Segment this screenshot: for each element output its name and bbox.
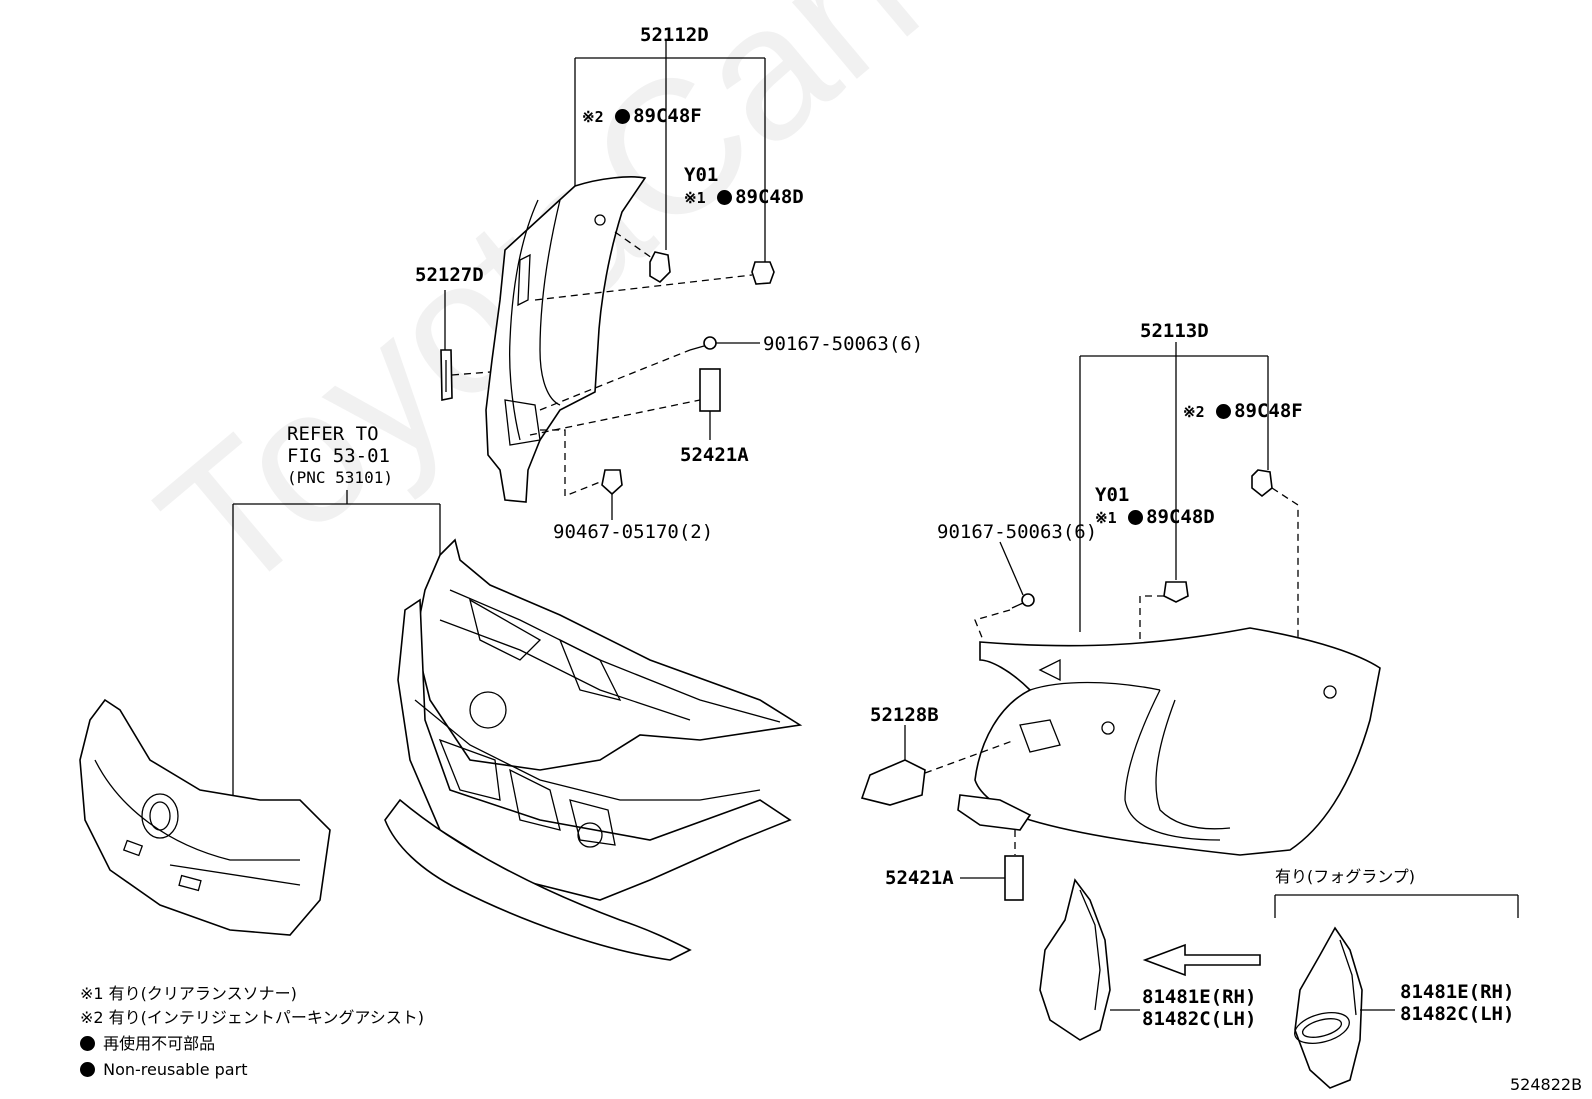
- label-89C48D-top: ※1 89C48D: [684, 186, 804, 208]
- label-89C48F-top: ※2 89C48F: [582, 105, 702, 127]
- label-81481E-b: 81481E(RH): [1400, 981, 1515, 1003]
- label-fog-lamp-note: 有り(フォグランプ): [1275, 867, 1416, 886]
- label-52113D: 52113D: [1140, 320, 1209, 342]
- mark-1-top: ※1: [684, 189, 706, 207]
- non-reusable-dot-icon: [615, 109, 631, 124]
- front-bumper-cover-panel: [79, 698, 331, 936]
- clip-89C48F-top: [614, 231, 671, 284]
- non-reusable-dot-icon: [717, 190, 733, 205]
- label-81481E-a: 81481E(RH): [1142, 986, 1257, 1008]
- screw-90167-right: [974, 541, 1035, 646]
- clip-89C48D-top: [534, 261, 775, 301]
- leader-52112D: [574, 40, 766, 262]
- label-fig-53-01: FIG 53-01: [287, 445, 390, 467]
- label-refer-to: REFER TO: [287, 423, 379, 445]
- label-90167-top: 90167-50063(6): [763, 333, 924, 355]
- legend-note-4: Non-reusable part: [80, 1060, 247, 1080]
- cover-52128B: [860, 725, 1016, 806]
- mark-2-right: ※2: [1183, 403, 1205, 421]
- leader-refer-grille: [232, 490, 441, 815]
- fog-lamp-bezel-with-lamp: [1294, 926, 1395, 1089]
- screw-90167-top: [539, 336, 760, 411]
- direction-arrow: [1142, 943, 1261, 977]
- spacer-52421A-bottom: [960, 855, 1024, 901]
- label-Y01-top: Y01: [684, 164, 719, 186]
- label-89C48F-right: ※2 89C48F: [1183, 400, 1303, 422]
- legend-note-1: ※1 有り(クリアランスソナー): [80, 984, 297, 1003]
- label-90467: 90467-05170(2): [553, 521, 714, 543]
- leader-fog-lamp: [1274, 894, 1519, 918]
- label-52127D: 52127D: [415, 264, 484, 286]
- front-bumper-side-right: [974, 627, 1381, 856]
- non-reusable-dot-icon: [80, 1036, 95, 1051]
- label-Y01-right: Y01: [1095, 484, 1130, 506]
- clip-89C48F-right: [1251, 469, 1331, 691]
- label-52128B: 52128B: [870, 704, 939, 726]
- mark-1-right: ※1: [1095, 509, 1117, 527]
- label-90167-right: 90167-50063(6): [937, 521, 1098, 543]
- diagram-id: 524822B: [1510, 1075, 1583, 1094]
- label-pnc-53101: (PNC 53101): [287, 468, 393, 487]
- non-reusable-dot-icon: [1128, 510, 1144, 525]
- label-89C48D-right: ※1 89C48D: [1095, 506, 1215, 528]
- label-52421A-bottom: 52421A: [885, 867, 954, 889]
- label-81482C-b: 81482C(LH): [1400, 1003, 1515, 1025]
- mark-2-top: ※2: [582, 108, 604, 126]
- spacer-52421A-top: [529, 368, 721, 440]
- seal-52127D: [440, 290, 491, 401]
- clip-90467: [540, 429, 623, 520]
- bumper-side-retainer-52112D: [485, 176, 647, 503]
- legend-note-2: ※2 有り(インテリジェントパーキングアシスト): [80, 1008, 425, 1027]
- leader-52113D: [1079, 342, 1269, 632]
- label-52421A-top: 52421A: [680, 444, 749, 466]
- legend-note-3: 再使用不可部品: [80, 1034, 215, 1054]
- fog-lamp-bezel-no-lamp: [1039, 878, 1140, 1041]
- non-reusable-dot-icon: [80, 1062, 95, 1077]
- radiator-grille-assembly: [397, 538, 803, 901]
- label-52112D: 52112D: [640, 24, 709, 46]
- label-81482C-a: 81482C(LH): [1142, 1008, 1257, 1030]
- bumper-lower-lip: [384, 798, 692, 961]
- bumper-bracket-lower: [957, 794, 1032, 855]
- non-reusable-dot-icon: [1216, 404, 1232, 419]
